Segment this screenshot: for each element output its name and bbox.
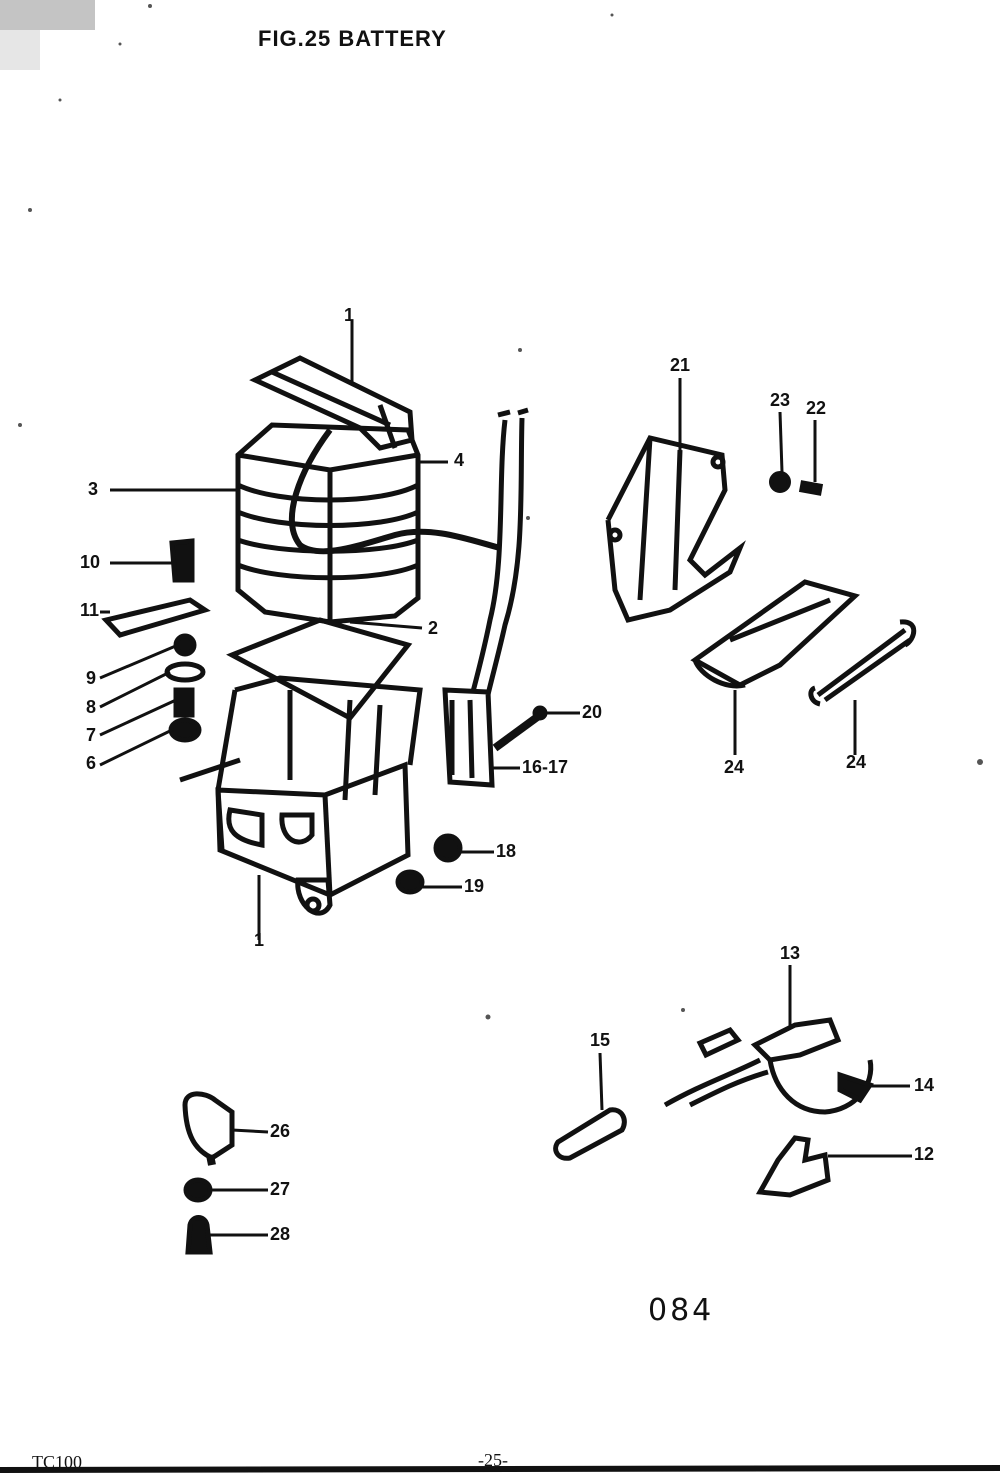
callout-18: 18	[496, 841, 517, 861]
battery-vent-tube	[289, 428, 501, 555]
callout-11: 11	[80, 600, 100, 620]
callout-20: 20	[582, 702, 603, 722]
callout-12: 12	[914, 1144, 935, 1164]
callout-2: 2	[428, 618, 439, 638]
figure-title: FIG.25 BATTERY	[258, 26, 447, 51]
callout-21: 21	[670, 355, 691, 375]
parts-26-27-28	[182, 1091, 235, 1255]
callout-13: 13	[780, 943, 801, 963]
callout-9: 9	[86, 668, 97, 688]
battery-holder	[179, 675, 423, 916]
callout-16-17: 16-17	[522, 757, 569, 777]
callout-14: 14	[914, 1075, 935, 1095]
tool-bracket-21	[605, 435, 746, 623]
connector-16-17	[442, 687, 495, 788]
battery-body	[235, 422, 421, 625]
scan-speckle	[0, 0, 983, 1020]
bolt-22-washer-23	[769, 471, 824, 496]
leader-lines	[99, 320, 912, 1237]
tool-bag-24	[690, 579, 860, 689]
callout-10: 10	[80, 552, 101, 572]
footer-rule	[0, 1465, 1000, 1473]
footer-page-number: -25-	[478, 1450, 508, 1470]
callout-1-top: 1	[344, 305, 355, 325]
callout-24-bag: 24	[724, 757, 745, 777]
callout-26: 26	[270, 1121, 291, 1141]
callout-1-holder: 1	[254, 930, 265, 950]
callout-27: 27	[270, 1179, 291, 1199]
callout-24-wrench: 24	[846, 752, 867, 772]
callout-4: 4	[454, 450, 465, 470]
battery-lead-wires	[459, 407, 529, 736]
callout-22: 22	[806, 398, 827, 418]
fuse-holder-13-14	[663, 1017, 874, 1115]
callout-15: 15	[590, 1030, 611, 1050]
diagram-code: 084	[648, 1293, 715, 1328]
fuse-12	[755, 1135, 831, 1198]
callout-7: 7	[86, 725, 97, 745]
battery-top-strap	[249, 355, 415, 451]
callout-3: 3	[88, 479, 99, 499]
callout-28: 28	[270, 1224, 291, 1244]
callout-19: 19	[464, 876, 485, 896]
fuse-cap-15	[553, 1107, 627, 1161]
footer-model: TC100	[32, 1452, 83, 1472]
battery-pad	[226, 617, 413, 722]
wrench-24	[808, 619, 917, 707]
callout-6: 6	[86, 753, 97, 773]
callout-23: 23	[770, 390, 791, 410]
callout-8: 8	[86, 697, 97, 717]
parts-18-19-20	[395, 705, 548, 895]
